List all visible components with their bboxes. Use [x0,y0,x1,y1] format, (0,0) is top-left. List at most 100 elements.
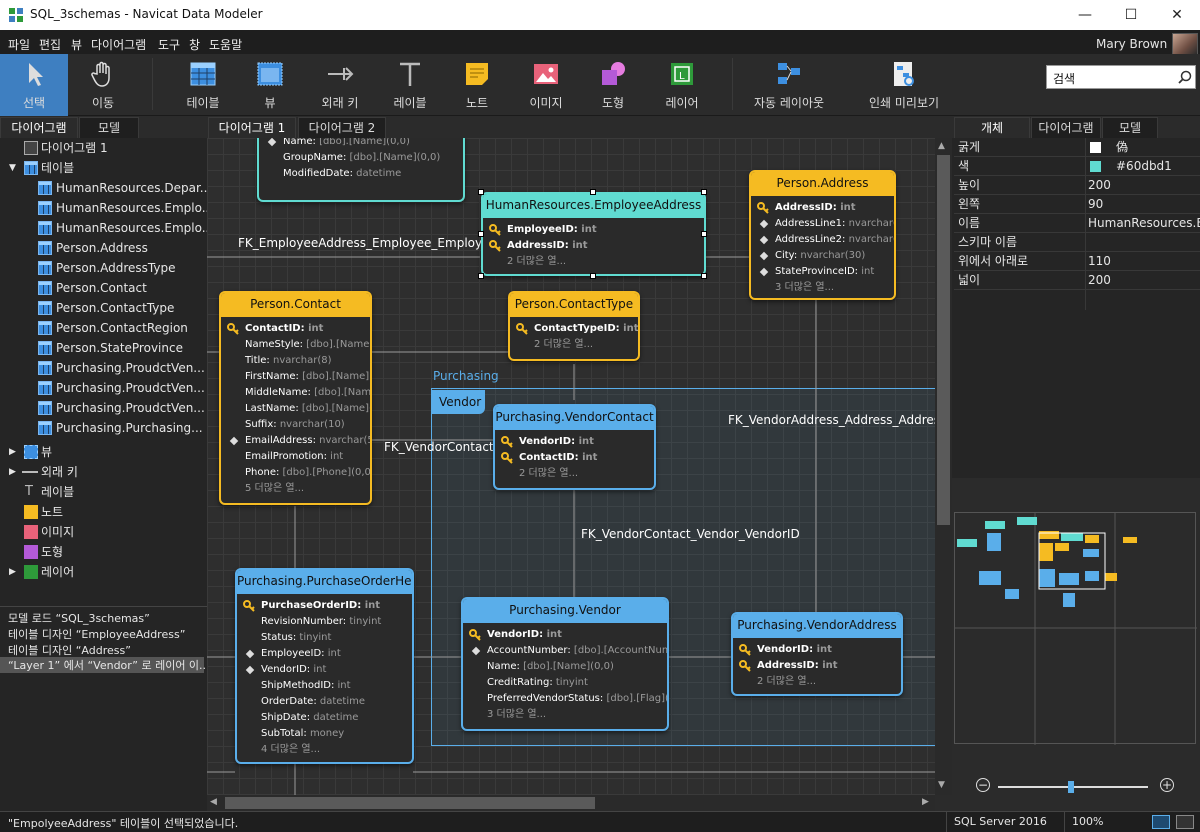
table-field[interactable]: EmployeeID: int [237,646,412,662]
image-tool-button[interactable]: 이미지 [518,54,574,116]
zoom-in-icon[interactable]: + [1160,778,1174,792]
menu-view[interactable]: 뷰 [71,38,83,52]
table-field[interactable]: LastName: [dbo].[Name](0... [245,403,370,414]
table-field[interactable]: AddressID: int [483,238,704,254]
property-value[interactable]: HumanResources.EmployeeAddress [1088,216,1200,230]
table-field[interactable]: CreditRating: tinyint [487,677,588,688]
scroll-down-icon[interactable]: ▼ [938,780,945,790]
tree-item-table[interactable]: Person.Contact [0,278,207,298]
table-field[interactable]: ContactID: int [495,450,654,466]
table-field[interactable]: PurchaseOrderID: int [237,598,412,614]
table-entity[interactable]: Purchasing.PurchaseOrderHeaderPurchaseOr… [235,568,414,764]
table-field[interactable]: ShipDate: datetime [261,712,359,723]
tree-item-table[interactable]: HumanResources.Emplo... [0,198,207,218]
layer-tool-button[interactable]: L 레이어 [654,54,710,116]
relationship-label[interactable]: FK_VendorContact [384,440,494,454]
chevron-down-icon[interactable]: ▼ [9,163,16,173]
tree-item-fks[interactable]: ▶외래 키 [0,462,207,482]
table-field[interactable]: AddressID: int [751,200,894,216]
table-field[interactable]: Name: [dbo].[Name](0,0) [487,661,614,672]
tree-item-layers[interactable]: ▶레이어 [0,562,207,582]
minimize-button[interactable]: — [1078,7,1092,23]
tree-item-images[interactable]: 이미지 [0,522,207,542]
property-value[interactable]: 偽 [1116,140,1129,154]
tree-item-table[interactable]: Person.ContactRegion [0,318,207,338]
scroll-left-icon[interactable]: ◀ [210,797,217,807]
table-field[interactable]: VendorID: int [733,642,901,658]
table-field[interactable]: ContactID: int [221,321,370,337]
tab-diagram[interactable]: 다이어그램 [0,117,78,138]
select-tool-button[interactable]: 선택 [0,54,68,116]
table-field[interactable]: EmployeeID: int [483,222,704,238]
close-button[interactable]: ✕ [1171,7,1183,23]
table-field[interactable]: PreferredVendorStatus: [dbo].[Flag](0,0) [487,693,669,704]
property-value[interactable]: 200 [1088,178,1111,192]
tree-item-table[interactable]: Purchasing.ProudctVen... [0,378,207,398]
relationship-label[interactable]: FK_EmployeeAddress_Employee_EmployeeID [238,236,510,250]
tree-item-table[interactable]: Purchasing.ProudctVen... [0,398,207,418]
chevron-right-icon[interactable]: ▶ [9,447,16,457]
menu-window[interactable]: 창 [189,38,201,52]
tree-item-table[interactable]: Person.Address [0,238,207,258]
table-field[interactable]: GroupName: [dbo].[Name](0,0) [283,152,441,163]
tree-item-diagram[interactable]: 다이어그램 1 [0,138,207,158]
auto-layout-button[interactable]: 자동 레이아웃 [750,54,828,116]
tree-item-table[interactable]: HumanResources.Emplo... [0,218,207,238]
table-field[interactable]: AccountNumber: [dbo].[AccountNumber](... [463,643,667,659]
table-field[interactable]: ShipMethodID: int [261,680,351,691]
table-field[interactable]: FirstName: [dbo].[Name](0... [245,371,370,382]
resize-handle[interactable] [701,189,707,195]
tree-item-table[interactable]: Purchasing.Purchasing... [0,418,207,438]
checkbox-icon[interactable] [1090,142,1101,153]
table-field[interactable]: AddressLine2: nvarchar(... [751,232,894,248]
resize-handle[interactable] [478,273,484,279]
table-field[interactable]: SubTotal: money [261,728,345,739]
table-field[interactable]: RevisionNumber: tinyint [261,616,382,627]
table-field[interactable]: City: nvarchar(30) [751,248,894,264]
more-columns[interactable]: 2 더많은 열... [507,256,567,267]
tab-object[interactable]: 개체 [954,117,1030,138]
scroll-up-icon[interactable]: ▲ [938,141,945,151]
tab-diagram-2[interactable]: 다이어그램 2 [298,117,386,138]
log-line-selected[interactable]: “Layer 1” 에서 “Vendor” 로 레이어 이... [0,657,210,673]
tree-item-table[interactable]: Purchasing.ProudctVen... [0,358,207,378]
table-field[interactable]: ModifiedDate: datetime [283,168,402,179]
tree-item-table[interactable]: Person.StateProvince [0,338,207,358]
foreign-key-tool-button[interactable]: 외래 키 [312,54,368,116]
search-icon[interactable] [1178,70,1192,84]
chevron-right-icon[interactable]: ▶ [9,467,16,477]
table-field[interactable]: NameStyle: [dbo].[NameSt... [245,339,370,350]
resize-handle[interactable] [478,189,484,195]
print-preview-button[interactable]: 인쇄 미리보기 [862,54,946,116]
table-field[interactable]: StateProvinceID: int [751,264,894,280]
layout-split-icon[interactable] [1176,815,1194,829]
property-value[interactable]: 200 [1088,273,1111,287]
resize-handle[interactable] [590,189,596,195]
scroll-right-icon[interactable]: ▶ [922,797,929,807]
table-field[interactable]: AddressID: int [733,658,901,674]
more-columns[interactable]: 3 더많은 열... [487,709,547,720]
more-columns[interactable]: 2 더많은 열... [757,676,817,687]
search-input[interactable]: 검색 [1046,65,1196,89]
resize-handle[interactable] [478,231,484,237]
more-columns[interactable]: 4 더많은 열... [261,744,321,755]
menu-edit[interactable]: 편집 [39,38,62,52]
color-swatch[interactable] [1090,161,1101,172]
table-field[interactable]: Title: nvarchar(8) [245,355,332,366]
table-field[interactable]: VendorID: int [237,662,412,678]
tree-item-shapes[interactable]: 도형 [0,542,207,562]
table-field[interactable]: Phone: [dbo].[Phone](0,0) [245,467,372,478]
pan-tool-button[interactable]: 이동 [70,54,136,116]
menu-tools[interactable]: 도구 [158,38,181,52]
more-columns[interactable]: 2 더많은 열... [519,468,579,479]
shape-tool-button[interactable]: 도형 [588,54,638,116]
horizontal-scroll-thumb[interactable] [225,797,595,809]
